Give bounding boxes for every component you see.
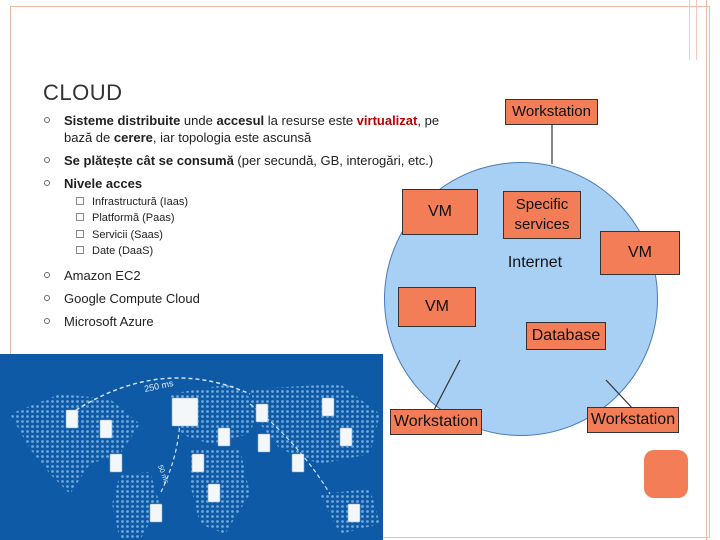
connector-line — [433, 359, 461, 411]
bullet-text: Nivele acces — [64, 176, 143, 191]
internet-label: Internet — [507, 254, 563, 271]
sub-item: Platformă (Paas) — [76, 211, 175, 225]
decorative-shape — [644, 450, 688, 498]
bullet-text: Amazon EC2 — [64, 268, 141, 283]
continent-shape — [10, 394, 140, 494]
bullet-text: virtualizat — [356, 113, 418, 128]
server-icon — [191, 453, 205, 473]
bullet-item: Se plătește cât se consumă (per secundă,… — [44, 152, 484, 169]
world-map-illustration: 250 ms 50 ms — [0, 354, 383, 540]
checkbox-icon — [76, 230, 84, 238]
bullet-text: Se plătește cât se consumă — [64, 153, 234, 168]
bullet-icon — [44, 180, 50, 186]
checkbox-icon — [76, 197, 84, 205]
bullet-item: Sisteme distribuite unde accesul la resu… — [44, 112, 484, 146]
latency-arc — [249, 403, 331, 495]
server-icon — [339, 427, 353, 447]
server-icon — [217, 427, 231, 447]
server-icon — [149, 503, 163, 523]
workstation-top-node: Workstation — [505, 99, 598, 125]
bullet-item: Microsoft Azure — [44, 313, 154, 330]
bullet-text: (per secundă, GB, interogări, etc.) — [233, 153, 434, 168]
bullet-text: , pe — [417, 113, 440, 128]
bullet-text: unde — [180, 113, 217, 128]
server-icons — [65, 397, 361, 523]
server-icon — [291, 453, 305, 473]
server-icon — [65, 409, 79, 429]
bullet-text: Sisteme distribuite — [64, 113, 181, 128]
workstation-right-node: Workstation — [587, 407, 679, 433]
bullet-text: , iar topologia este ascunsă — [152, 130, 312, 145]
sub-item-text: Date (DaaS) — [92, 245, 154, 257]
connector-line — [605, 379, 635, 411]
bullet-item: Nivele acces — [44, 175, 142, 192]
specific-services-node: Specific services — [503, 191, 581, 239]
slide-title: CLOUD — [43, 80, 123, 105]
node-label: Specific — [515, 196, 569, 213]
server-icon — [109, 453, 123, 473]
world-map-image: 250 ms 50 ms — [0, 354, 383, 540]
continent-shape — [112, 472, 160, 540]
server-icon — [347, 503, 361, 523]
frame-decoration-line — [689, 0, 690, 60]
bullet-item: Google Compute Cloud — [44, 290, 200, 307]
server-icon — [99, 419, 113, 439]
bullet-text: la resurse este — [264, 113, 357, 128]
server-icon — [257, 433, 271, 453]
server-icon — [207, 483, 221, 503]
server-icon — [255, 403, 269, 423]
sub-item-text: Platformă (Paas) — [92, 212, 175, 224]
sub-item: Servicii (Saas) — [76, 228, 163, 242]
sub-item-text: Infrastructură (Iaas) — [92, 196, 188, 208]
frame-decoration — [706, 0, 719, 540]
sub-item: Infrastructură (Iaas) — [76, 195, 188, 209]
frame-decoration-line — [696, 0, 697, 60]
sub-item-text: Servicii (Saas) — [92, 229, 163, 241]
bullet-text: Microsoft Azure — [64, 314, 154, 329]
vm-right-node: VM — [600, 231, 680, 275]
bullet-icon — [44, 318, 50, 324]
bullet-icon — [44, 295, 50, 301]
node-label: services — [514, 216, 570, 233]
workstation-left-node: Workstation — [390, 409, 482, 435]
checkbox-icon — [76, 246, 84, 254]
bullet-text: Google Compute Cloud — [64, 291, 200, 306]
bullet-icon — [44, 117, 50, 123]
bullet-text: bază de — [64, 130, 114, 145]
sub-item: Date (DaaS) — [76, 244, 153, 258]
database-node: Database — [526, 322, 606, 350]
vm-left-node: VM — [402, 189, 478, 235]
bullet-icon — [44, 157, 50, 163]
bullet-text: cerere — [113, 130, 153, 145]
bullet-item: Amazon EC2 — [44, 267, 141, 284]
bullet-text: accesul — [216, 113, 265, 128]
server-icon — [171, 397, 199, 427]
server-icon — [321, 397, 335, 417]
bullet-icon — [44, 272, 50, 278]
checkbox-icon — [76, 213, 84, 221]
vm-bottom-node: VM — [398, 287, 476, 327]
